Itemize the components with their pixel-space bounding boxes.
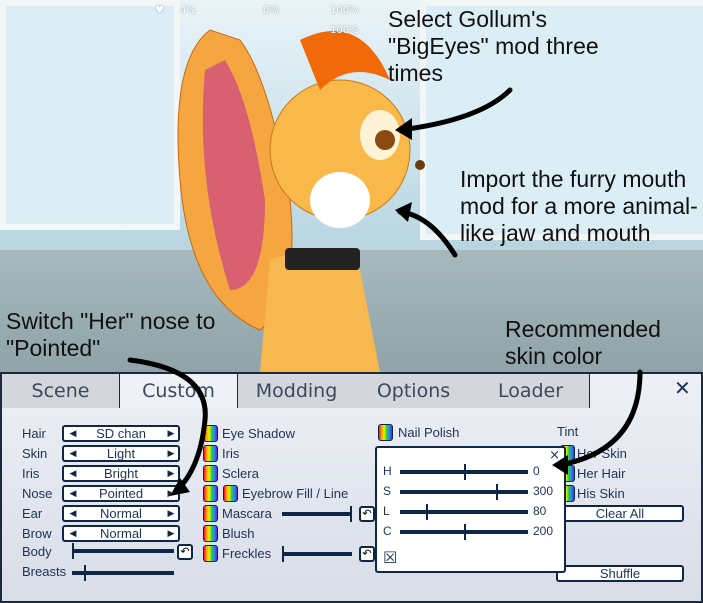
color-swatch[interactable] xyxy=(203,445,218,462)
channel-slider[interactable] xyxy=(400,504,528,520)
channel-slider[interactable] xyxy=(400,524,528,540)
color-slider[interactable] xyxy=(282,546,352,562)
color-swatch[interactable] xyxy=(203,425,218,442)
channel-value: 80 xyxy=(533,504,547,518)
tab-scene[interactable]: Scene xyxy=(2,374,120,408)
brow-selector: ◀ Normal ▶ xyxy=(62,525,180,542)
color-label: Sclera xyxy=(222,466,259,481)
next-arrow-icon[interactable]: ▶ xyxy=(167,528,175,538)
tab-modding[interactable]: Modding xyxy=(238,374,356,408)
body-reset-button[interactable]: ↶ xyxy=(177,544,193,560)
annotation-mouth: Import the furry mouth mod for a more an… xyxy=(460,166,698,246)
tab-custom[interactable]: Custom xyxy=(120,374,238,408)
channel-label: C xyxy=(383,524,392,538)
affection-stat: 4% xyxy=(180,5,196,16)
iris-label: Iris xyxy=(22,466,40,481)
selector-value: Bright xyxy=(104,466,138,481)
breasts-slider[interactable] xyxy=(72,565,174,581)
ear-selector: ◀ Normal ▶ xyxy=(62,505,180,522)
tab-loader[interactable]: Loader xyxy=(472,374,590,408)
selector-value: Light xyxy=(106,446,136,461)
annotation-skin-color: Recommended skin color xyxy=(505,316,661,369)
next-arrow-icon[interactable]: ▶ xyxy=(167,488,175,498)
color-label: Blush xyxy=(222,526,255,541)
nose-selector: ◀ Pointed ▶ xyxy=(62,485,180,502)
her-skin-label: Her Skin xyxy=(577,446,627,461)
color-swatch[interactable] xyxy=(203,545,218,562)
channel-value: 0 xyxy=(533,464,540,478)
channel-slider[interactable] xyxy=(400,484,528,500)
color-label: Mascara xyxy=(222,506,272,521)
prev-arrow-icon[interactable]: ◀ xyxy=(69,508,77,518)
tint-label: Tint xyxy=(557,424,579,439)
color-swatch[interactable] xyxy=(203,465,218,482)
her-hair-label: Her Hair xyxy=(577,466,626,481)
channel-label: S xyxy=(383,484,392,498)
iris-selector: ◀ Bright ▶ xyxy=(62,465,180,482)
next-arrow-icon[interactable]: ▶ xyxy=(167,508,175,518)
color-slider[interactable] xyxy=(282,506,352,522)
prev-arrow-icon[interactable]: ◀ xyxy=(69,448,77,458)
nail-polish-label: Nail Polish xyxy=(398,425,460,440)
heart-icon: ♥ xyxy=(155,5,164,16)
prev-arrow-icon[interactable]: ◀ xyxy=(69,528,77,538)
brow-label: Brow xyxy=(22,526,52,541)
hair-label: Hair xyxy=(22,426,46,441)
color-label: Freckles xyxy=(222,546,272,561)
his-skin-label: His Skin xyxy=(577,486,625,501)
channel-value: 200 xyxy=(533,524,554,538)
character-illustration xyxy=(177,29,425,372)
nail-polish-swatch[interactable] xyxy=(378,424,393,441)
color-label: Eye Shadow xyxy=(222,426,295,441)
color-swatch[interactable] xyxy=(203,525,218,542)
body-label: Body xyxy=(22,544,52,559)
breasts-label: Breasts xyxy=(22,564,67,579)
reset-button[interactable]: ↶ xyxy=(359,546,375,562)
hslc-row: S 300 xyxy=(383,484,563,500)
selector-value: SD chan xyxy=(96,426,146,441)
channel-slider[interactable] xyxy=(400,464,528,480)
hslc-row: L 80 xyxy=(383,504,563,520)
next-arrow-icon[interactable]: ▶ xyxy=(167,428,175,438)
color-swatch[interactable] xyxy=(203,485,218,502)
tab-options[interactable]: Options xyxy=(355,374,473,408)
prev-arrow-icon[interactable]: ◀ xyxy=(69,468,77,478)
channel-value: 300 xyxy=(533,484,554,498)
stat-4: 100% xyxy=(330,25,359,36)
color-swatch[interactable] xyxy=(203,505,218,522)
selector-value: Normal xyxy=(100,506,142,521)
next-arrow-icon[interactable]: ▶ xyxy=(167,448,175,458)
popup-reset-button[interactable]: ☒ xyxy=(383,548,398,567)
selector-value: Normal xyxy=(100,526,142,541)
stat-3: 100% xyxy=(330,5,359,16)
reset-button[interactable]: ↶ xyxy=(359,506,375,522)
window xyxy=(0,0,180,230)
annotation-nose: Switch "Her" nose to "Pointed" xyxy=(6,308,216,361)
color-label: Iris xyxy=(222,446,240,461)
selector-value: Pointed xyxy=(98,486,144,501)
skin-label: Skin xyxy=(22,446,48,461)
clear-all-button[interactable]: Clear All xyxy=(556,505,684,522)
ear-label: Ear xyxy=(22,506,43,521)
hslc-row: C 200 xyxy=(383,524,563,540)
popup-close-button[interactable]: × xyxy=(549,448,560,463)
prev-arrow-icon[interactable]: ◀ xyxy=(69,428,77,438)
stat-2: 0% xyxy=(263,5,279,16)
color-label: Eyebrow Fill / Line xyxy=(242,486,349,501)
nose-label: Nose xyxy=(22,486,53,501)
channel-label: L xyxy=(383,504,390,518)
annotation-bigeyes: Select Gollum's "BigEyes" mod three time… xyxy=(388,6,599,86)
body-slider[interactable] xyxy=(72,543,174,559)
prev-arrow-icon[interactable]: ◀ xyxy=(69,488,77,498)
channel-label: H xyxy=(383,464,392,478)
color-swatch[interactable] xyxy=(223,485,238,502)
next-arrow-icon[interactable]: ▶ xyxy=(167,468,175,478)
shuffle-button[interactable]: Shuffle xyxy=(556,565,684,582)
skin-selector: ◀ Light ▶ xyxy=(62,445,180,462)
hair-selector: ◀ SD chan ▶ xyxy=(62,425,180,442)
close-button[interactable]: ✕ xyxy=(674,376,691,400)
